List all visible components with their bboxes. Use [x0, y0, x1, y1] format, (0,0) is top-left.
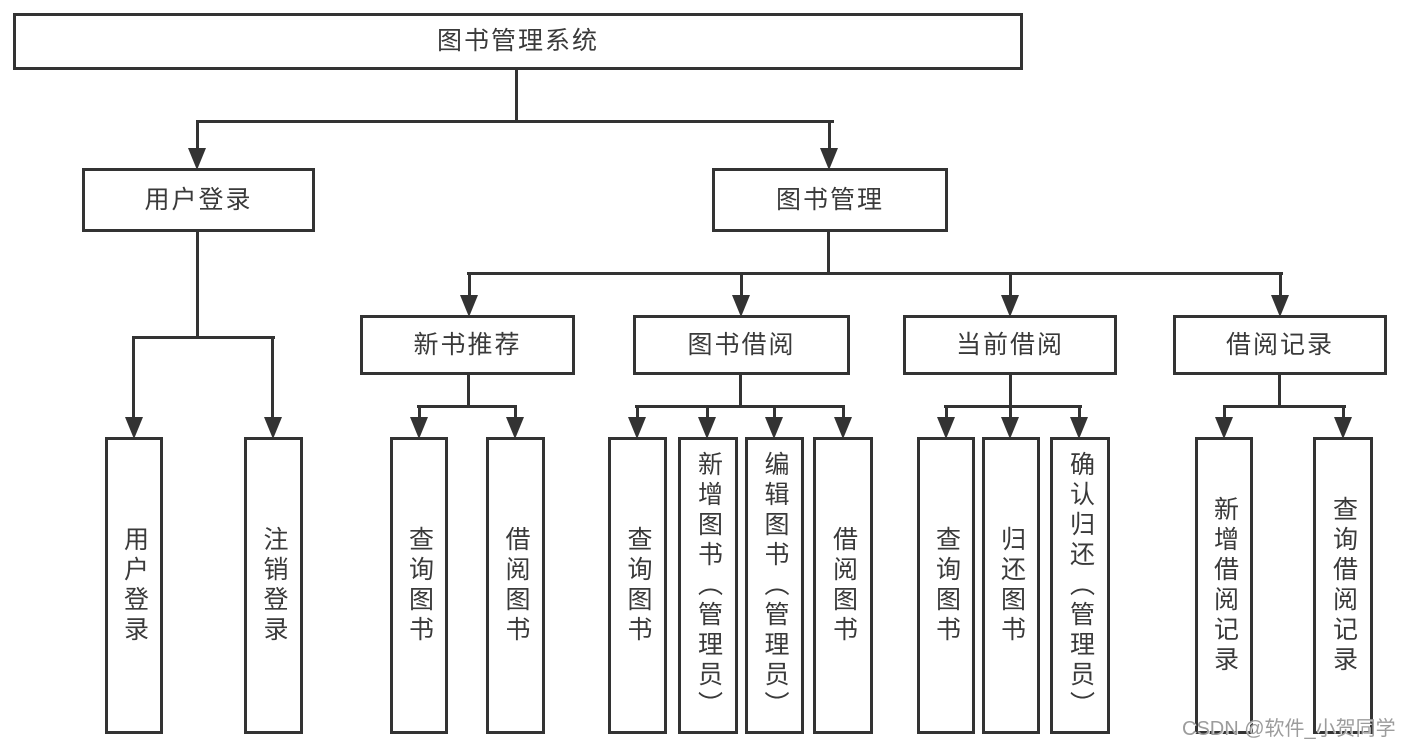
- connector-line: [132, 336, 275, 339]
- connector-line: [827, 232, 830, 275]
- connector-line: [196, 232, 199, 338]
- node-label: 借阅图书: [502, 525, 530, 646]
- node-label: 新增借阅记录: [1210, 495, 1239, 676]
- node-label: 借阅记录: [1225, 330, 1334, 359]
- connector-line: [828, 122, 831, 156]
- arrowhead-icon: [460, 295, 478, 317]
- node-label: 注销登录: [260, 525, 288, 646]
- leaf-add-books-admin: 新增图书（管理员）: [678, 437, 738, 734]
- node-label: 确认归还（管理员）: [1066, 450, 1095, 721]
- connector-line: [773, 407, 776, 423]
- connector-line: [468, 274, 471, 298]
- connector-line: [706, 407, 709, 423]
- connector-line: [515, 70, 518, 122]
- node-label: 当前借阅: [955, 330, 1064, 359]
- node-label: 图书借阅: [687, 330, 796, 359]
- leaf-query-borrow-record: 查询借阅记录: [1313, 437, 1373, 734]
- node-book-management: 图书管理: [712, 168, 948, 232]
- node-label: 图书管理: [775, 185, 884, 214]
- node-borrow-records: 借阅记录: [1173, 315, 1387, 375]
- node-library-system: 图书管理系统: [13, 13, 1023, 70]
- arrowhead-icon: [820, 148, 838, 170]
- arrowhead-icon: [1001, 295, 1019, 317]
- connector-line: [514, 407, 517, 423]
- arrowhead-icon: [937, 417, 955, 439]
- node-label: 查询图书: [405, 525, 434, 646]
- connector-line: [636, 407, 639, 423]
- node-label: 借阅图书: [829, 525, 858, 646]
- node-book-borrow: 图书借阅: [633, 315, 850, 375]
- connector-line: [1278, 375, 1281, 408]
- leaf-borrow-books: 借阅图书: [813, 437, 873, 734]
- connector-line: [944, 405, 1082, 408]
- connector-line: [945, 407, 948, 423]
- leaf-query-books: 查询图书: [608, 437, 667, 734]
- connector-line: [132, 338, 135, 422]
- connector-line: [196, 122, 199, 156]
- node-current-borrow: 当前借阅: [903, 315, 1117, 375]
- node-new-book-recommend: 新书推荐: [360, 315, 575, 375]
- node-label: 编辑图书（管理员）: [761, 450, 789, 721]
- node-label: 用户登录: [144, 185, 253, 214]
- arrowhead-icon: [1334, 417, 1352, 439]
- connector-line: [1279, 274, 1282, 298]
- connector-line: [418, 407, 421, 423]
- leaf-borrow-books: 借阅图书: [486, 437, 545, 734]
- arrowhead-icon: [410, 417, 428, 439]
- connector-line: [467, 272, 1283, 275]
- arrowhead-icon: [1070, 417, 1088, 439]
- node-label: 查询图书: [624, 525, 652, 646]
- leaf-edit-books-admin: 编辑图书（管理员）: [745, 437, 804, 734]
- connector-line: [739, 375, 742, 408]
- connector-line: [467, 375, 470, 408]
- arrowhead-icon: [732, 295, 750, 317]
- connector-line: [1078, 407, 1081, 423]
- node-label: 新书推荐: [413, 330, 522, 359]
- leaf-query-books: 查询图书: [390, 437, 448, 734]
- node-label: 用户登录: [120, 525, 149, 646]
- node-user-login: 用户登录: [82, 168, 315, 232]
- arrowhead-icon: [1215, 417, 1233, 439]
- node-label: 查询图书: [932, 525, 961, 646]
- node-label: 新增图书（管理员）: [694, 450, 723, 721]
- leaf-query-books: 查询图书: [917, 437, 975, 734]
- leaf-logout: 注销登录: [244, 437, 303, 734]
- arrowhead-icon: [188, 148, 206, 170]
- leaf-return-books: 归还图书: [982, 437, 1040, 734]
- arrowhead-icon: [834, 417, 852, 439]
- node-label: 图书管理系统: [436, 27, 599, 55]
- connector-line: [1009, 274, 1012, 298]
- connector-line: [1009, 407, 1012, 423]
- arrowhead-icon: [765, 417, 783, 439]
- arrowhead-icon: [1271, 295, 1289, 317]
- connector-line: [740, 274, 743, 298]
- connector-line: [1223, 405, 1346, 408]
- watermark-text: CSDN @软件_小贺同学: [1182, 718, 1396, 740]
- node-label: 查询借阅记录: [1329, 495, 1358, 676]
- connector-line: [271, 338, 274, 422]
- leaf-confirm-return-admin: 确认归还（管理员）: [1050, 437, 1110, 734]
- connector-line: [842, 407, 845, 423]
- arrowhead-icon: [125, 417, 143, 439]
- arrowhead-icon: [698, 417, 716, 439]
- connector-line: [1009, 375, 1012, 408]
- node-label: 归还图书: [997, 525, 1026, 646]
- connector-line: [1223, 407, 1226, 423]
- arrowhead-icon: [264, 417, 282, 439]
- arrowhead-icon: [628, 417, 646, 439]
- arrowhead-icon: [1001, 417, 1019, 439]
- arrowhead-icon: [506, 417, 524, 439]
- connector-line: [635, 405, 845, 408]
- connector-line: [1342, 407, 1345, 423]
- leaf-add-borrow-record: 新增借阅记录: [1195, 437, 1253, 734]
- connector-line: [196, 120, 834, 123]
- leaf-user-login: 用户登录: [105, 437, 163, 734]
- connector-line: [417, 405, 517, 408]
